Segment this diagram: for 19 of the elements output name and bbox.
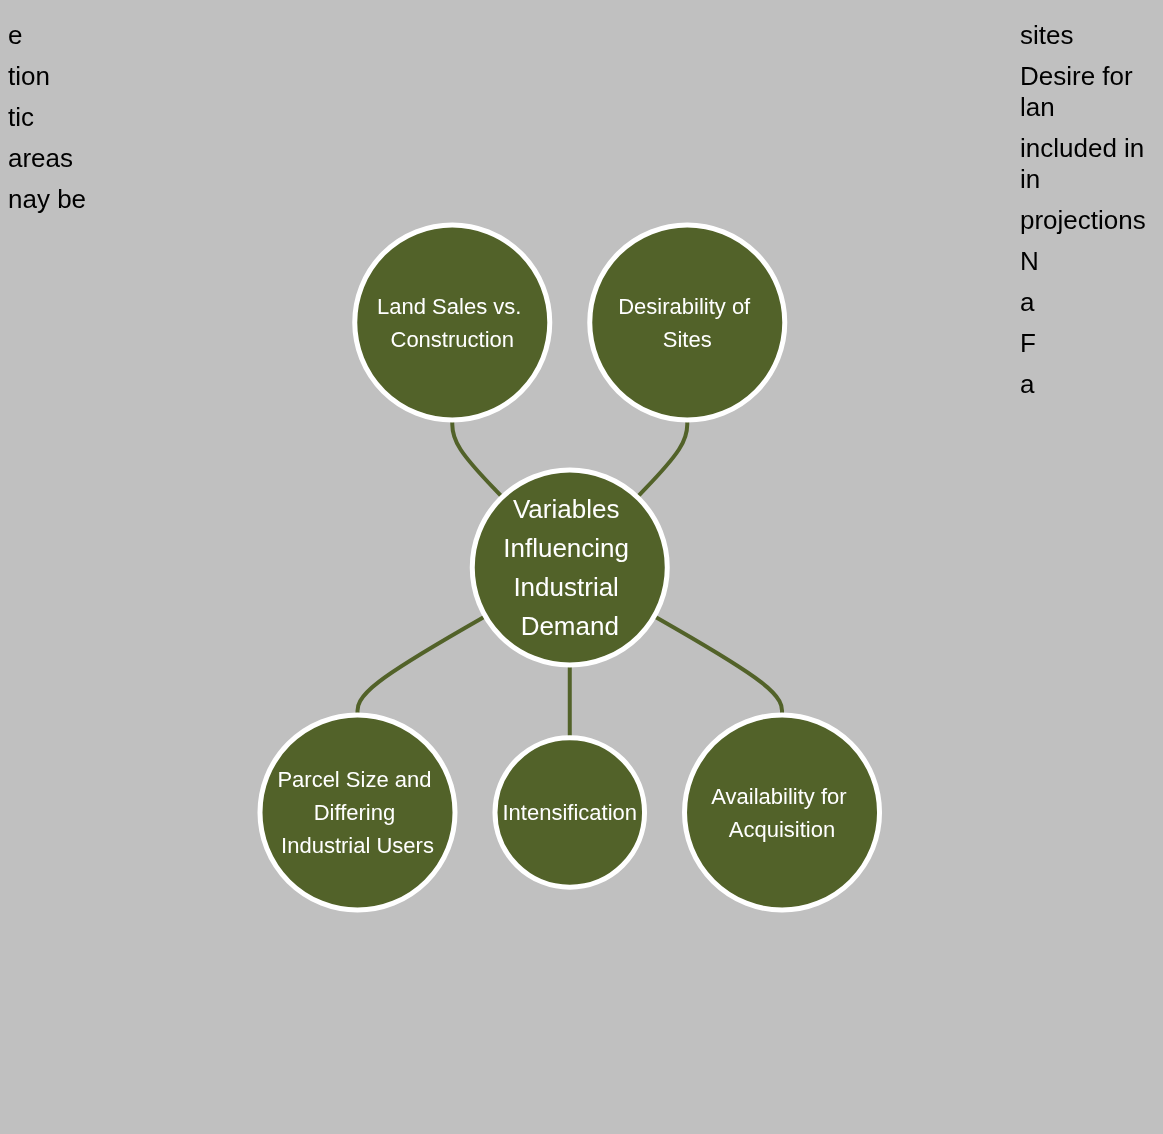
note-text: F bbox=[1020, 328, 1037, 359]
note-text: a bbox=[1020, 287, 1036, 318]
node-circle: Desirability of Sites bbox=[587, 222, 788, 422]
note-text: tic bbox=[8, 102, 35, 133]
note-text: tion bbox=[8, 61, 51, 92]
note-text: a bbox=[1020, 369, 1036, 400]
node-circle: Land Sales vs. Construction bbox=[352, 222, 553, 422]
note-text: areas bbox=[8, 143, 75, 174]
node-circle: Availability for Acquisition bbox=[682, 712, 883, 912]
node-circle: Intensification bbox=[492, 734, 648, 890]
note-text: Desire for lan bbox=[1020, 61, 1134, 123]
note-text: projections bbox=[1020, 205, 1147, 236]
note-text: sites bbox=[1020, 20, 1075, 51]
note-text: nay be bbox=[8, 184, 88, 215]
note-text: N bbox=[1020, 246, 1040, 277]
note-text: e bbox=[8, 20, 24, 51]
node-circle: Parcel Size and Differing Industrial Users bbox=[257, 712, 458, 912]
note-text: included in in bbox=[1020, 133, 1146, 195]
node-circle: Variables Influencing Industrial Demand bbox=[470, 467, 670, 667]
